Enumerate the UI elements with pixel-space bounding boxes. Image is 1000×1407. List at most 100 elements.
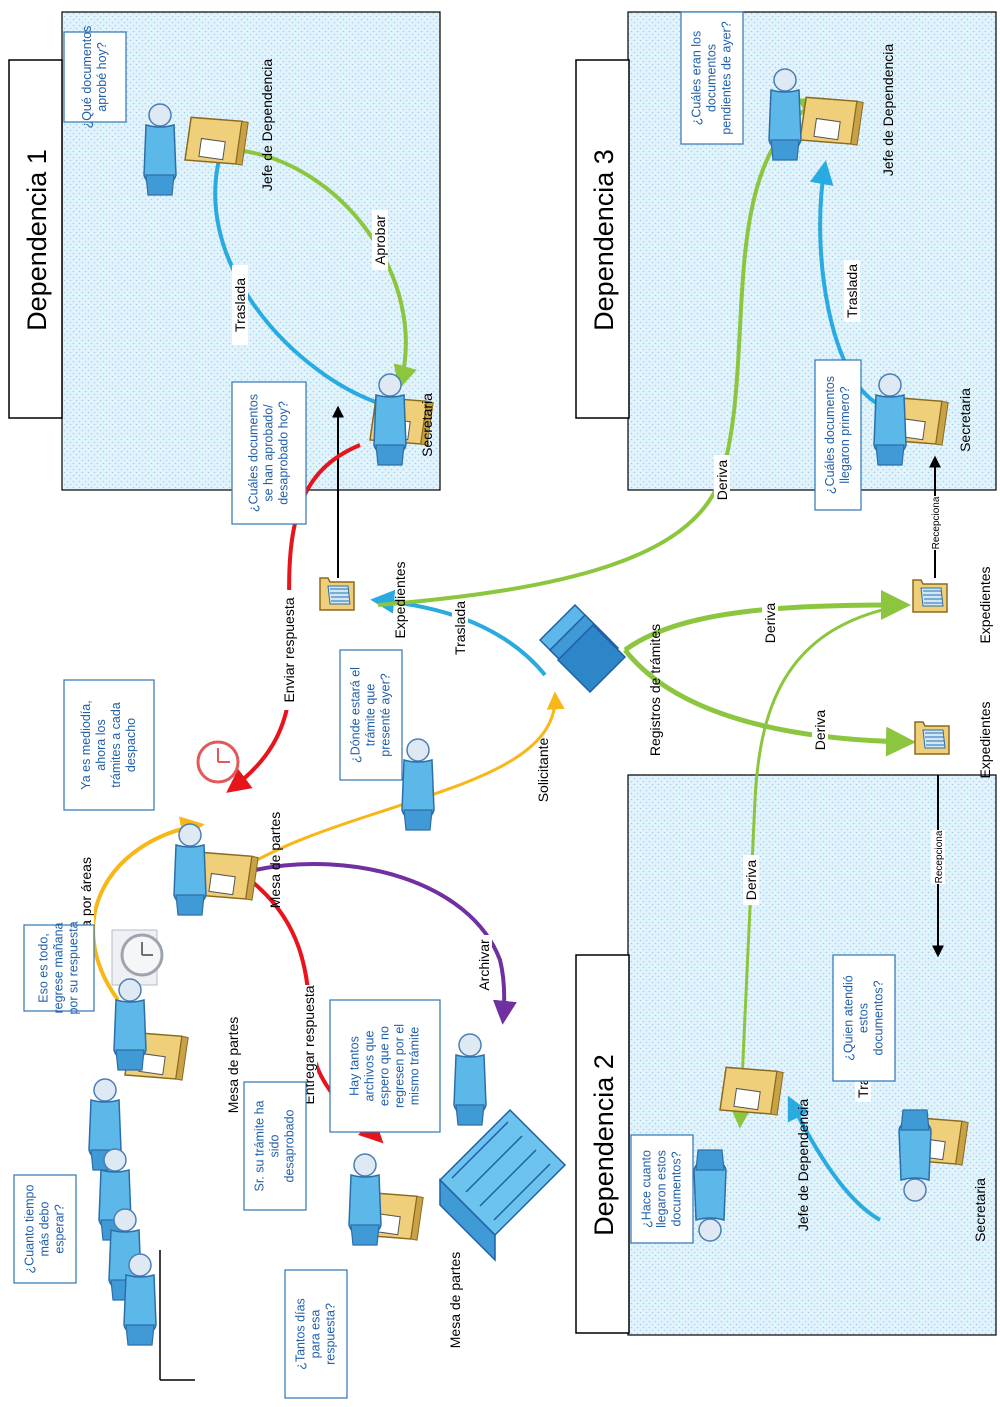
flow-dep1-traslada-label: Traslada <box>232 278 248 332</box>
person-icon <box>143 103 177 196</box>
flow-dep1-traslada <box>207 135 386 407</box>
callout-text-line: ¿Hace cuanto <box>639 1150 653 1228</box>
person-icon <box>113 978 147 1071</box>
dep1-jefe-label: Jefe de Dependencia <box>259 59 275 192</box>
person-icon <box>373 373 407 466</box>
clock-icon <box>111 929 164 986</box>
callout-text-line: ¿Cuáles documentos <box>246 394 260 512</box>
person-icon <box>693 1149 727 1242</box>
callout-text-line: más debo <box>37 1202 51 1257</box>
archive-cabinet-icon <box>438 1108 567 1262</box>
callout-box <box>13 1174 77 1284</box>
person-icon <box>453 1033 487 1126</box>
callout-box <box>23 924 95 1012</box>
flow-label-bg <box>372 210 388 270</box>
callout-text-line: trámite que <box>363 684 377 747</box>
flow-reg-traslada-label: Traslada <box>452 601 468 655</box>
dep2-secretaria-label: Secretaria <box>972 1178 988 1242</box>
callout-box <box>63 679 155 811</box>
exp-dep3-label: Expedientes <box>977 566 993 643</box>
callout-box <box>329 999 441 1133</box>
person-icon <box>768 68 802 161</box>
stack-icon <box>538 603 627 694</box>
person-icon <box>898 1109 932 1202</box>
flow-label-bg <box>232 265 248 345</box>
callout-text-line: Sr. su trámite ha <box>252 1100 266 1191</box>
callout-text-line: ¿Cuáles documentos <box>823 376 837 494</box>
callout-box <box>814 359 862 511</box>
flow-label-bg <box>714 455 730 505</box>
flow-label-bg <box>452 598 468 660</box>
flow-mesa-to-registros <box>239 691 565 872</box>
dep3-title: Dependencia 3 <box>589 149 619 331</box>
callout-text-line: llegaron estos <box>654 1150 668 1228</box>
mesa-central-label: Mesa de partes <box>267 812 283 909</box>
flow-label-bg <box>844 260 860 322</box>
callout-text-line: pendientes de ayer? <box>719 21 733 134</box>
folder-icon <box>912 579 948 613</box>
dep2-jefe-label: Jefe de Dependencia <box>795 1099 811 1232</box>
flow-label-bg <box>928 496 942 550</box>
callout-text-line: aprobé hoy? <box>95 42 109 112</box>
callout-box <box>284 1269 348 1399</box>
callout-box <box>231 381 307 525</box>
callout-text-line: regrese mañana <box>51 922 65 1013</box>
callout-text-line: ¿Dónde estará el <box>348 667 362 763</box>
callout-box <box>339 649 403 781</box>
callout-text-line: trámites a cada <box>109 702 123 788</box>
dep3-title-box <box>575 59 630 419</box>
callout-text-line: mismo trámite <box>407 1027 421 1106</box>
callout-text-line: Eso es todo, <box>36 933 50 1003</box>
callout-box <box>680 11 744 145</box>
flow-dep3-recepciona-label: Recepciona <box>931 496 942 549</box>
flow-dep1-aprobar <box>234 148 417 390</box>
callout-text-line: despacho <box>124 718 138 772</box>
flow-dep2-traslada <box>787 1095 881 1222</box>
flow-label-bg <box>762 598 778 648</box>
mesa-left-label: Mesa de partes <box>225 1017 241 1114</box>
callout-box <box>63 31 127 123</box>
callout-text-line: desaprobado hoy? <box>276 401 290 505</box>
callout-text-line: ¿Tantos días <box>293 1298 307 1370</box>
callout-text-line: regresen por el <box>392 1024 406 1108</box>
folder-icon <box>914 721 950 755</box>
dep3-jefe-label: Jefe de Dependencia <box>880 44 896 177</box>
callout-text-line: estos <box>856 1003 870 1033</box>
callout-box <box>630 1134 694 1244</box>
flow-label-bg <box>281 590 297 710</box>
callout-text-line: ¿Cuáles eran los <box>689 31 703 126</box>
flow-dep3-deriva-label: Deriva <box>714 460 730 501</box>
callout-text-line: ahora los <box>94 719 108 770</box>
dep2-title-box <box>575 954 630 1334</box>
callout-text-line: desaprobado <box>282 1109 296 1182</box>
queue-bracket <box>159 1250 195 1381</box>
callout-text-line: documentos? <box>871 980 885 1055</box>
flow-label-bg <box>476 935 492 995</box>
flow-reg-deriva-right-label: Deriva <box>762 603 778 644</box>
flow-reg-deriva-left-label: Deriva <box>812 710 828 751</box>
callout-text-line: ¿Qué documentos <box>80 26 94 129</box>
dep1-title-box <box>8 59 63 419</box>
flow-label-bg <box>812 705 828 755</box>
dep3-secretaria-label: Secretaria <box>957 388 973 452</box>
flow-enviar-respuesta-label: Enviar respuesta <box>281 597 297 702</box>
flow-dep1-aprobar-label: Aprobar <box>372 215 388 265</box>
clock-icon <box>196 740 240 784</box>
flow-reg-deriva-right <box>623 590 911 653</box>
dep1-secretaria-label: Secretaria <box>419 393 435 457</box>
flow-entregar-respuesta-label: Entregar respuesta <box>301 985 317 1104</box>
flow-dep2-deriva <box>731 603 906 1129</box>
callout-text-line: Ya es mediodía, <box>79 700 93 789</box>
flow-dep2-recepciona-label: Recepciona <box>934 830 945 883</box>
flow-clasifica <box>91 816 205 1002</box>
